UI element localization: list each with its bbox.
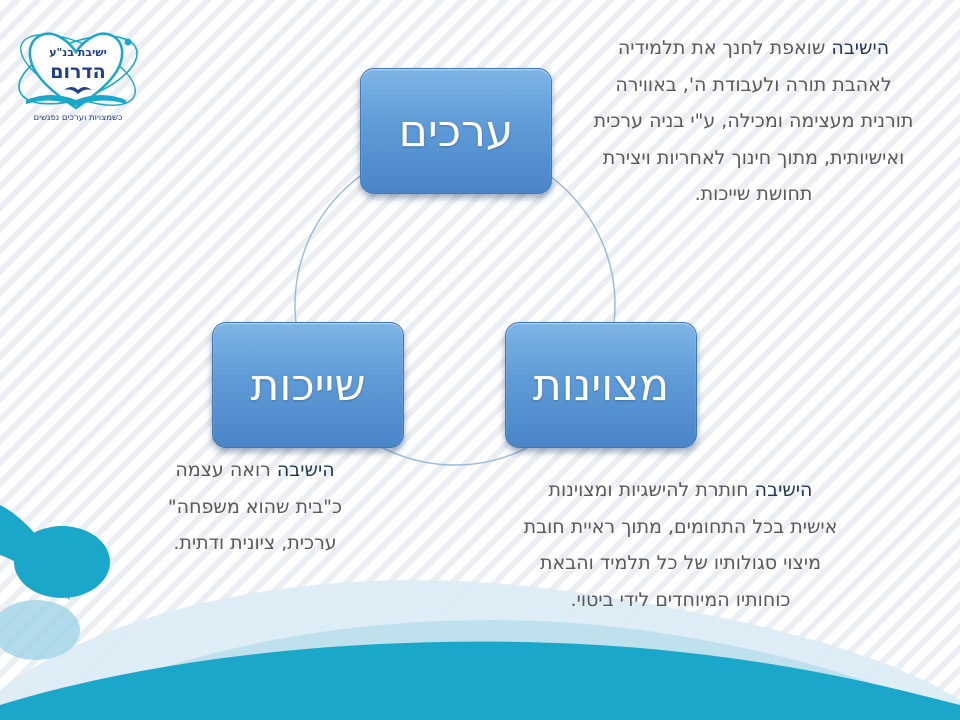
belonging-line-3: ערכית, ציונית ודתית. xyxy=(173,532,337,554)
belonging-line-1: הישיבה רואה עצמה xyxy=(175,459,335,481)
values-description: הישיבה שואפת לחנך את תלמידיה לאהבת תורה … xyxy=(556,30,951,213)
logo-tagline: כשמצויות וערכים נפגשים xyxy=(33,113,123,123)
excellence-line-3: מיצוי סגולותיו של כל תלמיד והבאת xyxy=(540,552,821,574)
values-line-2: לאהבת תורה ולעבודת ה', באווירה xyxy=(615,73,892,96)
node-excellence-label: מצוינות xyxy=(532,359,670,411)
belonging-description: הישיבה רואה עצמה כ"בית שהוא משפחה" ערכית… xyxy=(120,452,390,562)
excellence-line-2: אישית בכל התחומים, מתוך ראיית חובת xyxy=(523,515,838,538)
excellence-description: הישיבה חותרת להישגיות ומצוינות אישית בכל… xyxy=(478,472,883,618)
logo-bird xyxy=(64,87,92,94)
node-excellence: מצוינות xyxy=(505,322,697,448)
logo-heart xyxy=(28,32,124,110)
wave-left-blob-light xyxy=(0,600,80,660)
wave-left-blob xyxy=(14,526,110,598)
values-line-4: ואישיותית, מתוך חינוך לאחריות ויצירת xyxy=(602,146,905,169)
node-belonging-label: שייכות xyxy=(250,359,366,411)
logo-text-line2: הדרום xyxy=(50,61,105,83)
belonging-line-2: כ"בית שהוא משפחה" xyxy=(167,495,343,518)
node-belonging: שייכות xyxy=(212,322,404,448)
logo-orbit-dot xyxy=(124,38,132,46)
excellence-line-4: כוחותיו המיוחדים לידי ביטוי. xyxy=(570,588,791,611)
node-values-label: ערכים xyxy=(398,105,514,157)
excellence-line-1: הישיבה חותרת להישגיות ומצוינות xyxy=(548,479,813,501)
values-line-3: תורנית מעצימה ומכילה, ע"י בניה ערכית xyxy=(593,110,914,132)
values-line-1: הישיבה שואפת לחנך את תלמידיה xyxy=(617,37,890,59)
node-values: ערכים xyxy=(360,68,552,194)
values-line-5: תחושת שייכות. xyxy=(694,183,813,205)
logo-book xyxy=(26,95,126,106)
school-logo: ישיבת בנ"ע הדרום כשמצויות וערכים נפגשים xyxy=(18,32,138,123)
wave-primary xyxy=(0,641,960,720)
logo-text-line1: ישיבת בנ"ע xyxy=(49,46,107,59)
